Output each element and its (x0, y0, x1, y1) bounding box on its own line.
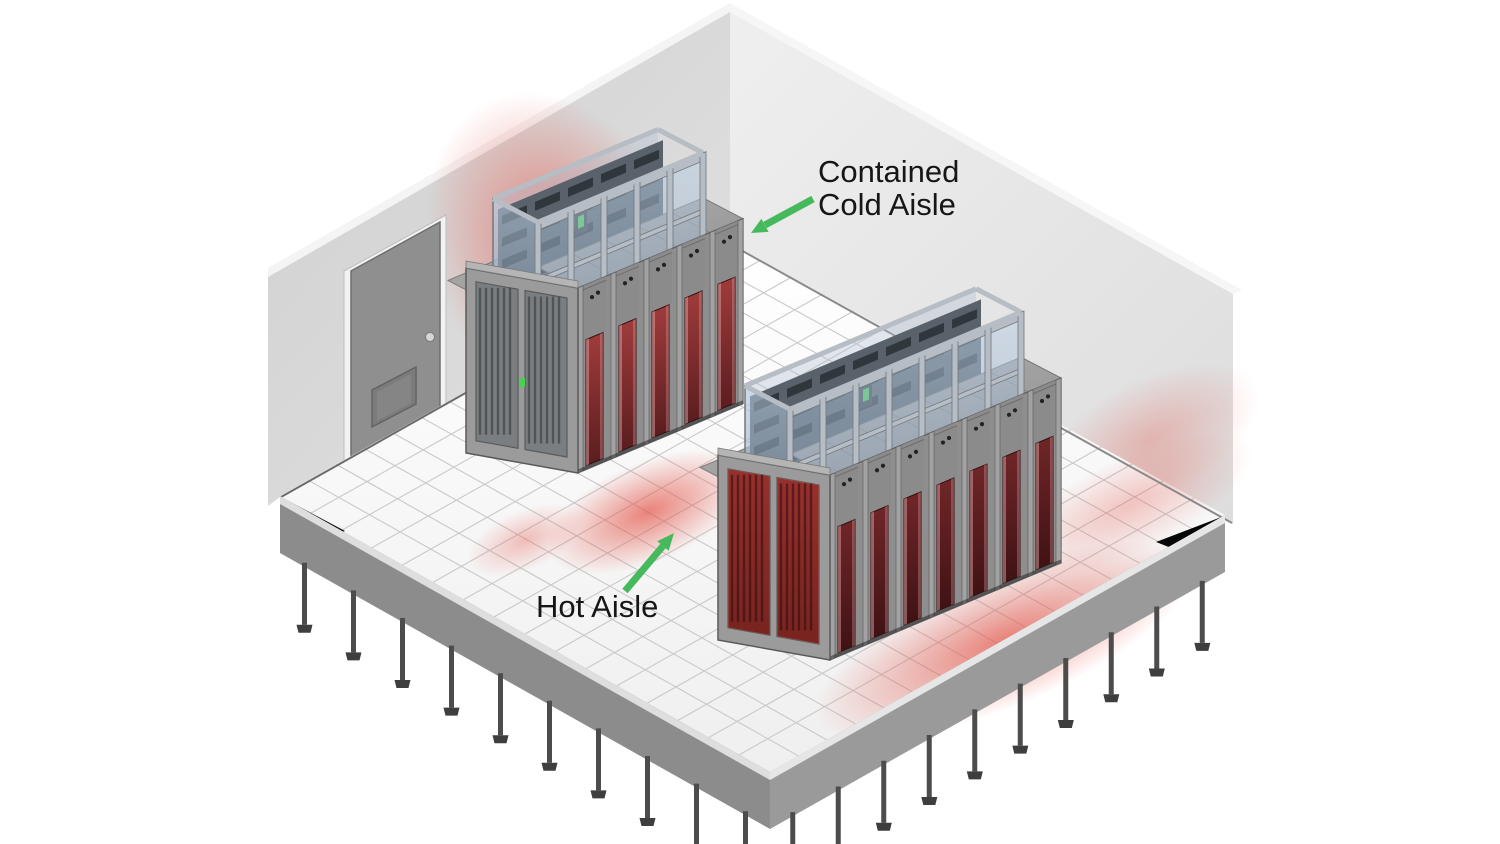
annotations: Contained Cold Aisle Hot Aisle (536, 154, 959, 624)
cold-aisle-arrow (751, 195, 815, 233)
pod-2-contained-pod (698, 286, 1063, 661)
slab-face-right (770, 515, 1225, 829)
server-pods (446, 127, 1063, 661)
pod-2-rack-row-front (829, 377, 1062, 661)
pod-2-aisle-end-doors (717, 447, 831, 661)
pod-1-aisle-end-doors (465, 260, 579, 474)
pod-1-contained-pod (446, 127, 745, 474)
slab-face-left (280, 496, 770, 829)
door-knob-icon (425, 332, 435, 342)
pod-1-rack-row-front (577, 217, 744, 474)
floor-pedestals (296, 562, 1211, 844)
slab-edge-right (770, 515, 1225, 780)
floor-plenum (280, 496, 1225, 844)
contained-cold-aisle-label-line1: Contained (818, 154, 959, 189)
contained-cold-aisle-label-line2: Cold Aisle (818, 187, 956, 222)
hot-aisle-arrow (622, 533, 674, 594)
slab-edge-left (280, 496, 770, 780)
hot-aisle-label: Hot Aisle (536, 589, 658, 624)
right-wall-bevel (730, 3, 1242, 294)
